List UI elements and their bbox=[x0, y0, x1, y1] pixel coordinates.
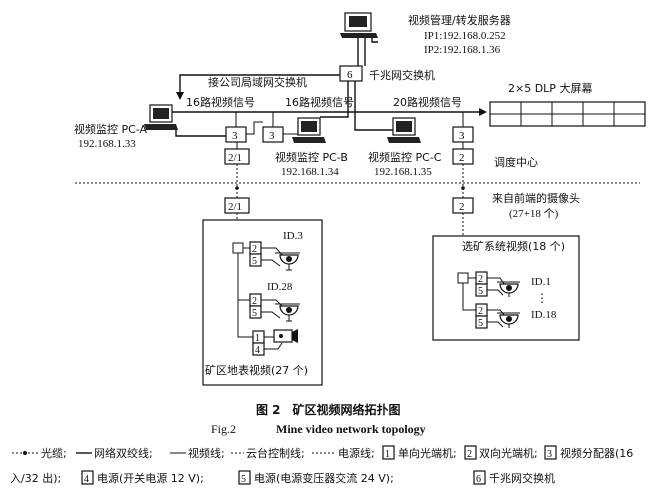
from-cameras-label: 来自前端的摄像头 bbox=[492, 191, 580, 205]
legend-box-1-number: 1 bbox=[385, 449, 390, 460]
pc-c-name: 视频监控 PC-C bbox=[368, 150, 442, 164]
right-camera-id1: ID.1 bbox=[531, 276, 551, 288]
switch-number: 6 bbox=[347, 69, 353, 81]
optical-receiver-right-number: 2 bbox=[459, 152, 465, 164]
legend-box-3-number: 3 bbox=[547, 449, 552, 460]
legend-fiber bbox=[12, 451, 38, 455]
legend-box-4 bbox=[81, 470, 94, 485]
pc-a-computer-icon bbox=[144, 104, 178, 130]
dome-camera-icon-id3 bbox=[275, 252, 300, 271]
legend-box-5 bbox=[238, 470, 251, 485]
mill-site-title: 选矿系统视频(18 个) bbox=[462, 239, 565, 253]
legend-box-1 bbox=[382, 445, 395, 460]
gigabit-switch-box bbox=[339, 65, 363, 82]
dome-camera-icon-id28 bbox=[275, 303, 300, 322]
legend-box-4-number: 4 bbox=[84, 474, 89, 485]
left-camera-id3: ID.3 bbox=[283, 230, 303, 242]
signal-arrow-icon bbox=[479, 108, 487, 116]
server-ip1: IP1:192.168.0.252 bbox=[424, 30, 506, 42]
legend-twisted-pair-label: 网络双绞线; bbox=[94, 446, 153, 460]
dome-camera-icon-id1 bbox=[497, 281, 520, 297]
left-module-5a-number: 5 bbox=[252, 256, 257, 267]
legend-box-4-label: 电源(开关电源 12 V); bbox=[97, 471, 204, 485]
pc-b-computer-icon bbox=[292, 117, 326, 143]
left-camera-id28: ID.28 bbox=[267, 281, 293, 293]
legend-box-3-label: 视频分配器(16 bbox=[560, 446, 633, 460]
lan-switch-label: 接公司局域网交换机 bbox=[208, 75, 307, 89]
left-module-2a-number: 2 bbox=[252, 244, 257, 255]
legend-box-3-label-cont: 入/32 出); bbox=[10, 471, 61, 485]
switch-label: 千兆网交换机 bbox=[369, 68, 435, 82]
left-module-1-number: 1 bbox=[255, 333, 260, 344]
legend-box-5-number: 5 bbox=[241, 474, 246, 485]
figure-caption-en-title: Mine video network topology bbox=[276, 422, 426, 436]
signal-label-left2: 16路视频信号 bbox=[285, 95, 354, 109]
legend-box-6-number: 6 bbox=[476, 474, 481, 485]
optical-transmitter-left-number: 2/1 bbox=[228, 201, 242, 213]
server-ip2: IP2:192.168.1.36 bbox=[424, 44, 501, 56]
dome-camera-icon-id18 bbox=[497, 312, 520, 328]
right-module-5a-number: 5 bbox=[478, 286, 483, 297]
legend-video-line-label: 视频线; bbox=[188, 446, 225, 460]
legend-box-2-label: 双向光端机; bbox=[479, 446, 538, 460]
server-computer-icon bbox=[340, 12, 378, 38]
legend-box-5-label: 电源(电源变压器交流 24 V); bbox=[254, 471, 394, 485]
dispatch-center-label: 调度中心 bbox=[494, 155, 538, 169]
signal-label-right: 20路视频信号 bbox=[393, 95, 462, 109]
camera-count-label: (27+18 个) bbox=[509, 207, 559, 220]
optical-receiver-left-number: 2/1 bbox=[228, 152, 242, 164]
video-distributor-1-number: 3 bbox=[232, 130, 238, 142]
box-camera-icon bbox=[273, 329, 298, 343]
pc-c-ip: 192.168.1.35 bbox=[374, 166, 432, 178]
pc-b-name: 视频监控 PC-B bbox=[275, 150, 348, 164]
figure-caption-en-label: Fig.2 bbox=[211, 422, 236, 436]
legend-power-line-label: 电源线; bbox=[338, 446, 375, 460]
right-module-2b-number: 2 bbox=[478, 306, 483, 317]
video-distributor-2-number: 3 bbox=[269, 130, 275, 142]
legend-box-2-number: 2 bbox=[467, 449, 472, 460]
pc-b-ip: 192.168.1.34 bbox=[281, 166, 339, 178]
legend-box-1-label: 单向光端机; bbox=[398, 446, 457, 460]
legend-box-6 bbox=[473, 470, 486, 485]
left-module-5b-number: 5 bbox=[252, 308, 257, 319]
pc-c-computer-icon bbox=[387, 117, 421, 143]
right-module-2a-number: 2 bbox=[478, 274, 483, 285]
surface-site-frame bbox=[202, 219, 323, 386]
right-camera-ellipsis: ⋮ bbox=[536, 291, 548, 305]
legend-fiber-label: 光缆; bbox=[41, 446, 67, 460]
right-camera-id18: ID.18 bbox=[531, 309, 557, 321]
video-distributor-3-number: 3 bbox=[459, 130, 465, 142]
legend-box-2 bbox=[464, 445, 477, 460]
server-title: 视频管理/转发服务器 bbox=[408, 13, 511, 27]
pc-a-ip: 192.168.1.33 bbox=[78, 138, 136, 150]
signal-label-left1: 16路视频信号 bbox=[186, 95, 255, 109]
dlp-screen-grid bbox=[489, 101, 646, 127]
pc-a-name: 视频监控 PC-A bbox=[74, 122, 148, 136]
legend-ptz-line-label: 云台控制线; bbox=[246, 446, 305, 460]
legend-box-3 bbox=[544, 445, 557, 460]
legend-box-6-label: 千兆网交换机 bbox=[489, 471, 555, 485]
figure-caption-cn: 图 2 矿区视频网络拓扑图 bbox=[256, 402, 401, 417]
optical-transmitter-right-number: 2 bbox=[459, 201, 465, 213]
right-module-5b-number: 5 bbox=[478, 318, 483, 329]
dlp-label: 2×5 DLP 大屏幕 bbox=[508, 81, 592, 95]
surface-site-caption: 矿区地表视频(27 个) bbox=[205, 363, 308, 377]
lan-arrow-icon bbox=[176, 92, 184, 100]
left-module-4-number: 4 bbox=[255, 345, 260, 356]
left-module-2b-number: 2 bbox=[252, 296, 257, 307]
